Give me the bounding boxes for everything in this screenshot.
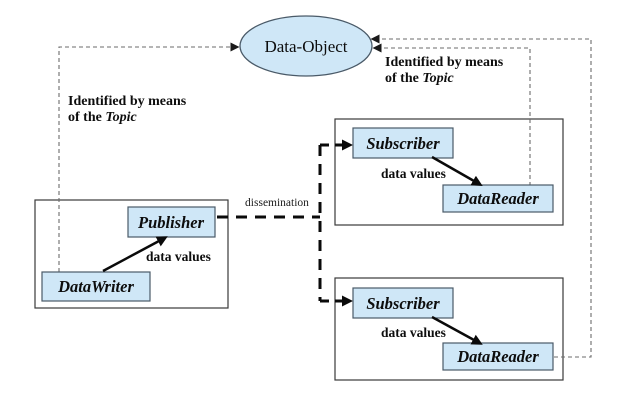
datareader-node-top (442, 184, 554, 213)
identified-note-right-line1: Identified by means (385, 55, 504, 70)
data-values-label-writer: data values (146, 249, 211, 264)
subscriber-label-top: Subscriber (366, 134, 440, 153)
data-values-arrow-top (431, 155, 483, 186)
data-object-label: Data-Object (264, 37, 347, 56)
topic-link-datareader-top (372, 43, 531, 186)
data-values-label-top: data values (381, 166, 446, 181)
publisher-node (127, 206, 216, 238)
datareader-label-top: DataReader (456, 189, 539, 208)
data-values-arrow-bottom (431, 315, 483, 345)
identified-note-left-line1: Identified by means (68, 94, 187, 109)
identified-note-left-prefix: of the (68, 110, 105, 125)
subscriber-label-bottom: Subscriber (366, 294, 440, 313)
subscriber-node-top (352, 127, 454, 159)
identified-note-right-line2: of the Topic (385, 71, 454, 86)
datareader-node-bottom (442, 342, 554, 371)
dissemination-label: dissemination (245, 197, 309, 209)
identified-note-right-prefix: of the (385, 71, 422, 86)
topic-link-datawriter (58, 42, 240, 272)
datawriter-label: DataWriter (57, 277, 134, 296)
data-values-label-bottom: data values (381, 325, 446, 340)
datawriter-node (41, 271, 151, 302)
topic-emphasis-left: Topic (105, 110, 137, 125)
topic-link-datareader-bottom (370, 34, 592, 358)
data-object-node (239, 15, 373, 77)
topic-emphasis-right: Topic (422, 71, 454, 86)
data-values-arrow-writer (102, 236, 168, 273)
identified-note-left-line2: of the Topic (68, 110, 137, 125)
subscriber-node-bottom (352, 287, 454, 319)
publisher-label: Publisher (137, 213, 205, 232)
datareader-label-bottom: DataReader (456, 347, 539, 366)
